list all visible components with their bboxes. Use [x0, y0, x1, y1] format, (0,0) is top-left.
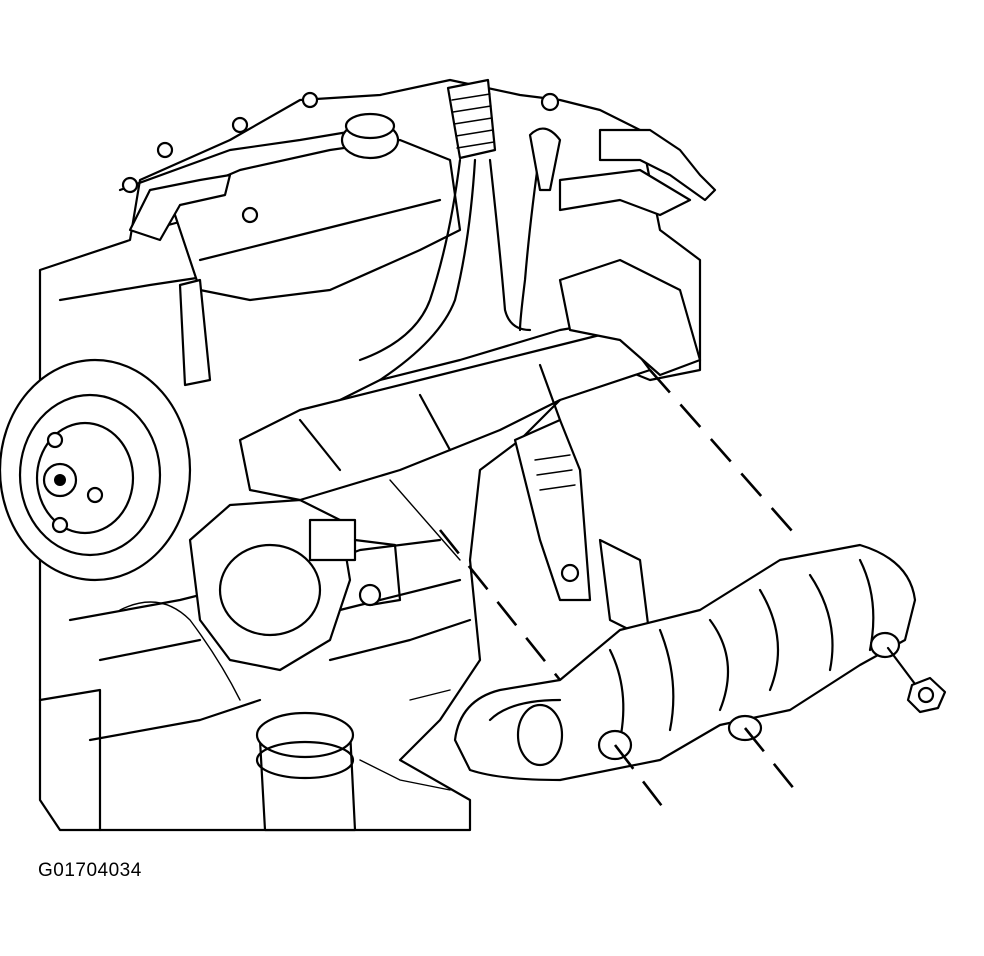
crankshaft-pulley [0, 358, 192, 582]
valve-cover [121, 91, 560, 302]
ignition-wires [358, 78, 562, 382]
alignment-lines [389, 369, 801, 811]
figure-id-label: G01704034 [38, 860, 142, 881]
upper-hose [128, 128, 717, 387]
power-steering-pump [119, 498, 402, 701]
oil-filter [255, 711, 357, 832]
heat-shield [453, 543, 917, 782]
exhaust-manifold [238, 258, 702, 642]
heat-shield-bolt [886, 646, 947, 714]
